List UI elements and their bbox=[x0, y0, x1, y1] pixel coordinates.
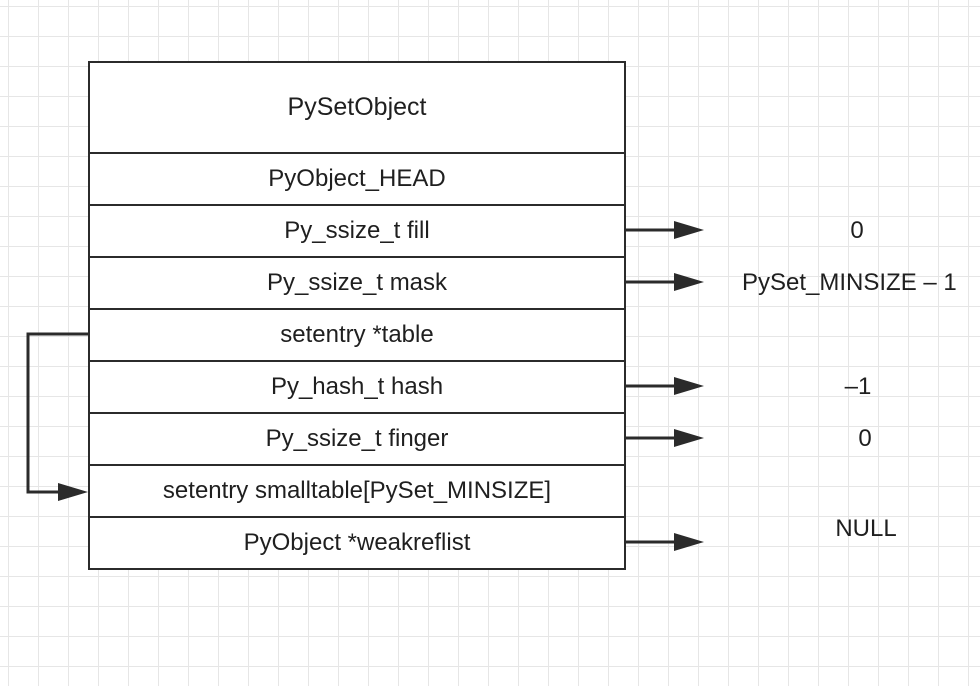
arrow-hash bbox=[626, 377, 704, 395]
field-finger: Py_ssize_t finger bbox=[88, 412, 626, 466]
field-table: setentry *table bbox=[88, 308, 626, 362]
arrow-weakreflist bbox=[626, 533, 704, 551]
arrow-finger bbox=[626, 429, 704, 447]
arrow-table-to-smalltable bbox=[26, 332, 88, 501]
field-weakreflist: PyObject *weakreflist bbox=[88, 516, 626, 570]
value-hash: –1 bbox=[844, 373, 872, 400]
field-mask: Py_ssize_t mask bbox=[88, 256, 626, 310]
value-finger: 0 bbox=[858, 425, 872, 452]
value-weakreflist: NULL bbox=[835, 515, 897, 542]
field-pyobject-head: PyObject_HEAD bbox=[88, 152, 626, 206]
struct-title: PySetObject bbox=[88, 61, 626, 154]
arrow-fill bbox=[626, 221, 704, 239]
field-smalltable: setentry smalltable[PySet_MINSIZE] bbox=[88, 464, 626, 518]
value-fill: 0 bbox=[850, 217, 864, 244]
field-fill: Py_ssize_t fill bbox=[88, 204, 626, 258]
value-mask: PySet_MINSIZE – 1 bbox=[742, 269, 957, 296]
field-hash: Py_hash_t hash bbox=[88, 360, 626, 414]
arrow-mask bbox=[626, 273, 704, 291]
